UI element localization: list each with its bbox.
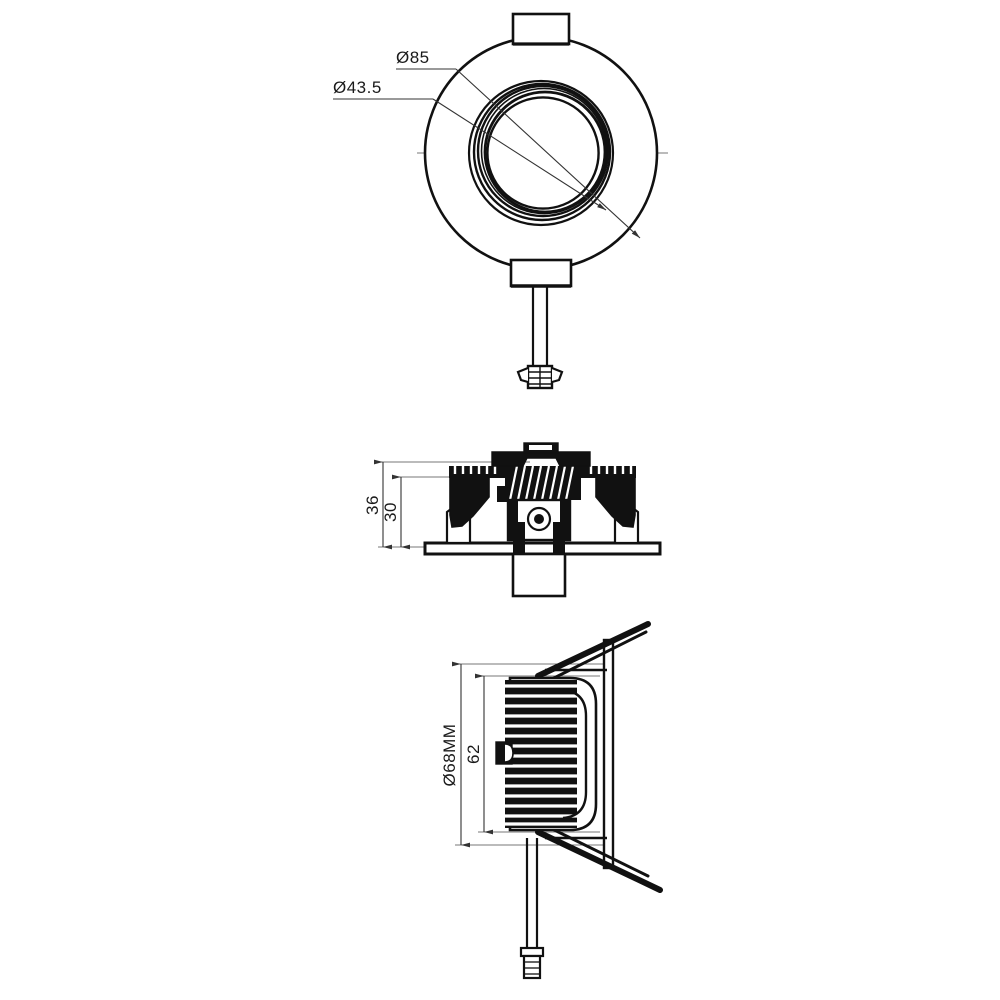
dimension-label-62: 62 bbox=[464, 744, 483, 764]
ceiling-flange bbox=[423, 541, 662, 556]
top-view-leaders bbox=[333, 68, 641, 239]
top-view-cable bbox=[516, 286, 564, 390]
dimension-label-d43-5: Ø43.5 bbox=[333, 78, 382, 97]
bracket-slot bbox=[529, 445, 552, 450]
reflector-left bbox=[449, 476, 490, 528]
mount-bracket bbox=[491, 451, 591, 467]
dimension-30: 30 bbox=[381, 474, 410, 550]
middle-body-geometry bbox=[423, 442, 662, 598]
dimension-label-36: 36 bbox=[363, 495, 382, 515]
dimension-label-68mm: Ø68MM bbox=[440, 724, 459, 787]
reflector-right bbox=[595, 476, 636, 528]
heatsink-fins bbox=[453, 466, 633, 474]
lens-face bbox=[487, 97, 599, 209]
top-mount-tab bbox=[511, 12, 571, 46]
bottom-view-cable bbox=[519, 838, 545, 980]
heatsink-stack bbox=[505, 680, 577, 828]
view-top-face: Ø85 Ø43.5 bbox=[333, 12, 668, 390]
ceiling-plate bbox=[602, 638, 615, 870]
dimension-label-30: 30 bbox=[381, 502, 400, 522]
view-middle-section: 36 30 bbox=[363, 442, 662, 598]
spring-coils bbox=[508, 465, 575, 501]
dimension-62: 62 bbox=[464, 673, 493, 835]
dimension-36: 36 bbox=[363, 459, 392, 550]
cable-stem bbox=[511, 552, 567, 598]
bottom-body-geometry bbox=[495, 621, 663, 980]
bottom-cable-boss bbox=[509, 258, 573, 288]
pivot-screw-center bbox=[534, 514, 544, 524]
view-bottom-installed: Ø68MM 62 bbox=[440, 621, 663, 980]
side-lug bbox=[497, 486, 509, 502]
lens-cap-outline bbox=[562, 688, 588, 820]
dimension-label-d85: Ø85 bbox=[396, 48, 430, 67]
dimension-68mm: Ø68MM bbox=[440, 661, 470, 848]
gimbal-rings bbox=[467, 79, 615, 227]
